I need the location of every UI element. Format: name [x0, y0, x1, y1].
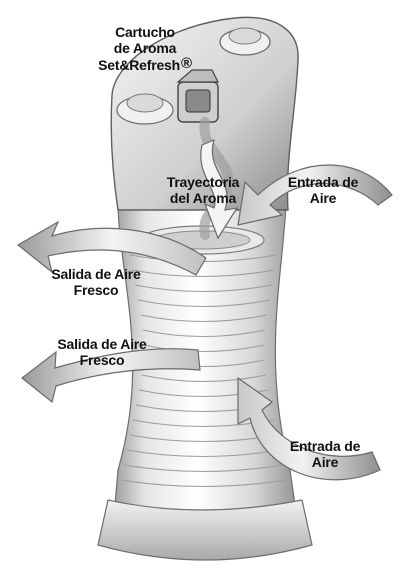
aroma-path-arrow — [200, 138, 239, 240]
fresh-air-out-top-arrow — [16, 220, 207, 276]
registered-mark: ® — [180, 55, 192, 72]
cartridge-label-line3: Set&Refresh® — [80, 55, 210, 74]
aroma-cartridge-icon — [176, 69, 219, 123]
air-intake-bottom-label: Entrada de Aire — [270, 438, 380, 470]
fresh-air-out-top-label: Salida de Aire Fresco — [36, 266, 156, 298]
fresh-air-out-bottom-label: Salida de Aire Fresco — [42, 336, 162, 368]
aroma-path-label-line1: Trayectoria — [166, 174, 240, 190]
tower-body — [111, 204, 301, 551]
fresh-air-out-bottom-label-line2: Fresco — [79, 352, 125, 368]
cartridge-label: Cartucho de Aroma Set&Refresh® — [80, 24, 210, 73]
air-intake-top-label-line1: Entrada de — [287, 174, 359, 190]
tower-base — [97, 499, 313, 561]
aroma-path-label-line2: del Aroma — [169, 190, 237, 206]
air-intake-bottom-label-line1: Entrada de — [289, 438, 361, 454]
air-intake-bottom-arrow — [237, 376, 381, 481]
air-intake-bottom-label-line2: Aire — [311, 454, 339, 470]
fresh-air-out-top-label-line1: Salida de Aire — [51, 266, 141, 282]
air-intake-top-arrow — [237, 164, 393, 226]
fresh-air-out-bottom-label-line1: Salida de Aire — [57, 336, 147, 352]
aroma-path-label: Trayectoria del Aroma — [148, 174, 258, 206]
cartridge-brand-text: Set&Refresh — [98, 57, 180, 73]
fresh-air-out-bottom-arrow — [21, 348, 201, 404]
cartridge-label-line1: Cartucho — [115, 24, 175, 40]
fresh-air-out-top-label-line2: Fresco — [73, 282, 119, 298]
cartridge-label-line2: de Aroma — [113, 40, 177, 56]
air-intake-top-label-line2: Aire — [309, 190, 337, 206]
air-intake-top-label: Entrada de Aire — [268, 174, 378, 206]
